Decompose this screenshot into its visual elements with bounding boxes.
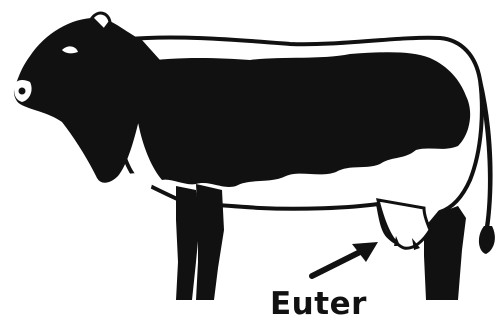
udder <box>378 200 430 248</box>
nostril <box>19 88 26 95</box>
front-leg-near <box>196 184 224 300</box>
tail-tuft <box>479 226 495 254</box>
front-leg-far <box>176 186 200 300</box>
udder-label: Euter <box>270 286 367 322</box>
udder-arrow <box>312 242 378 276</box>
